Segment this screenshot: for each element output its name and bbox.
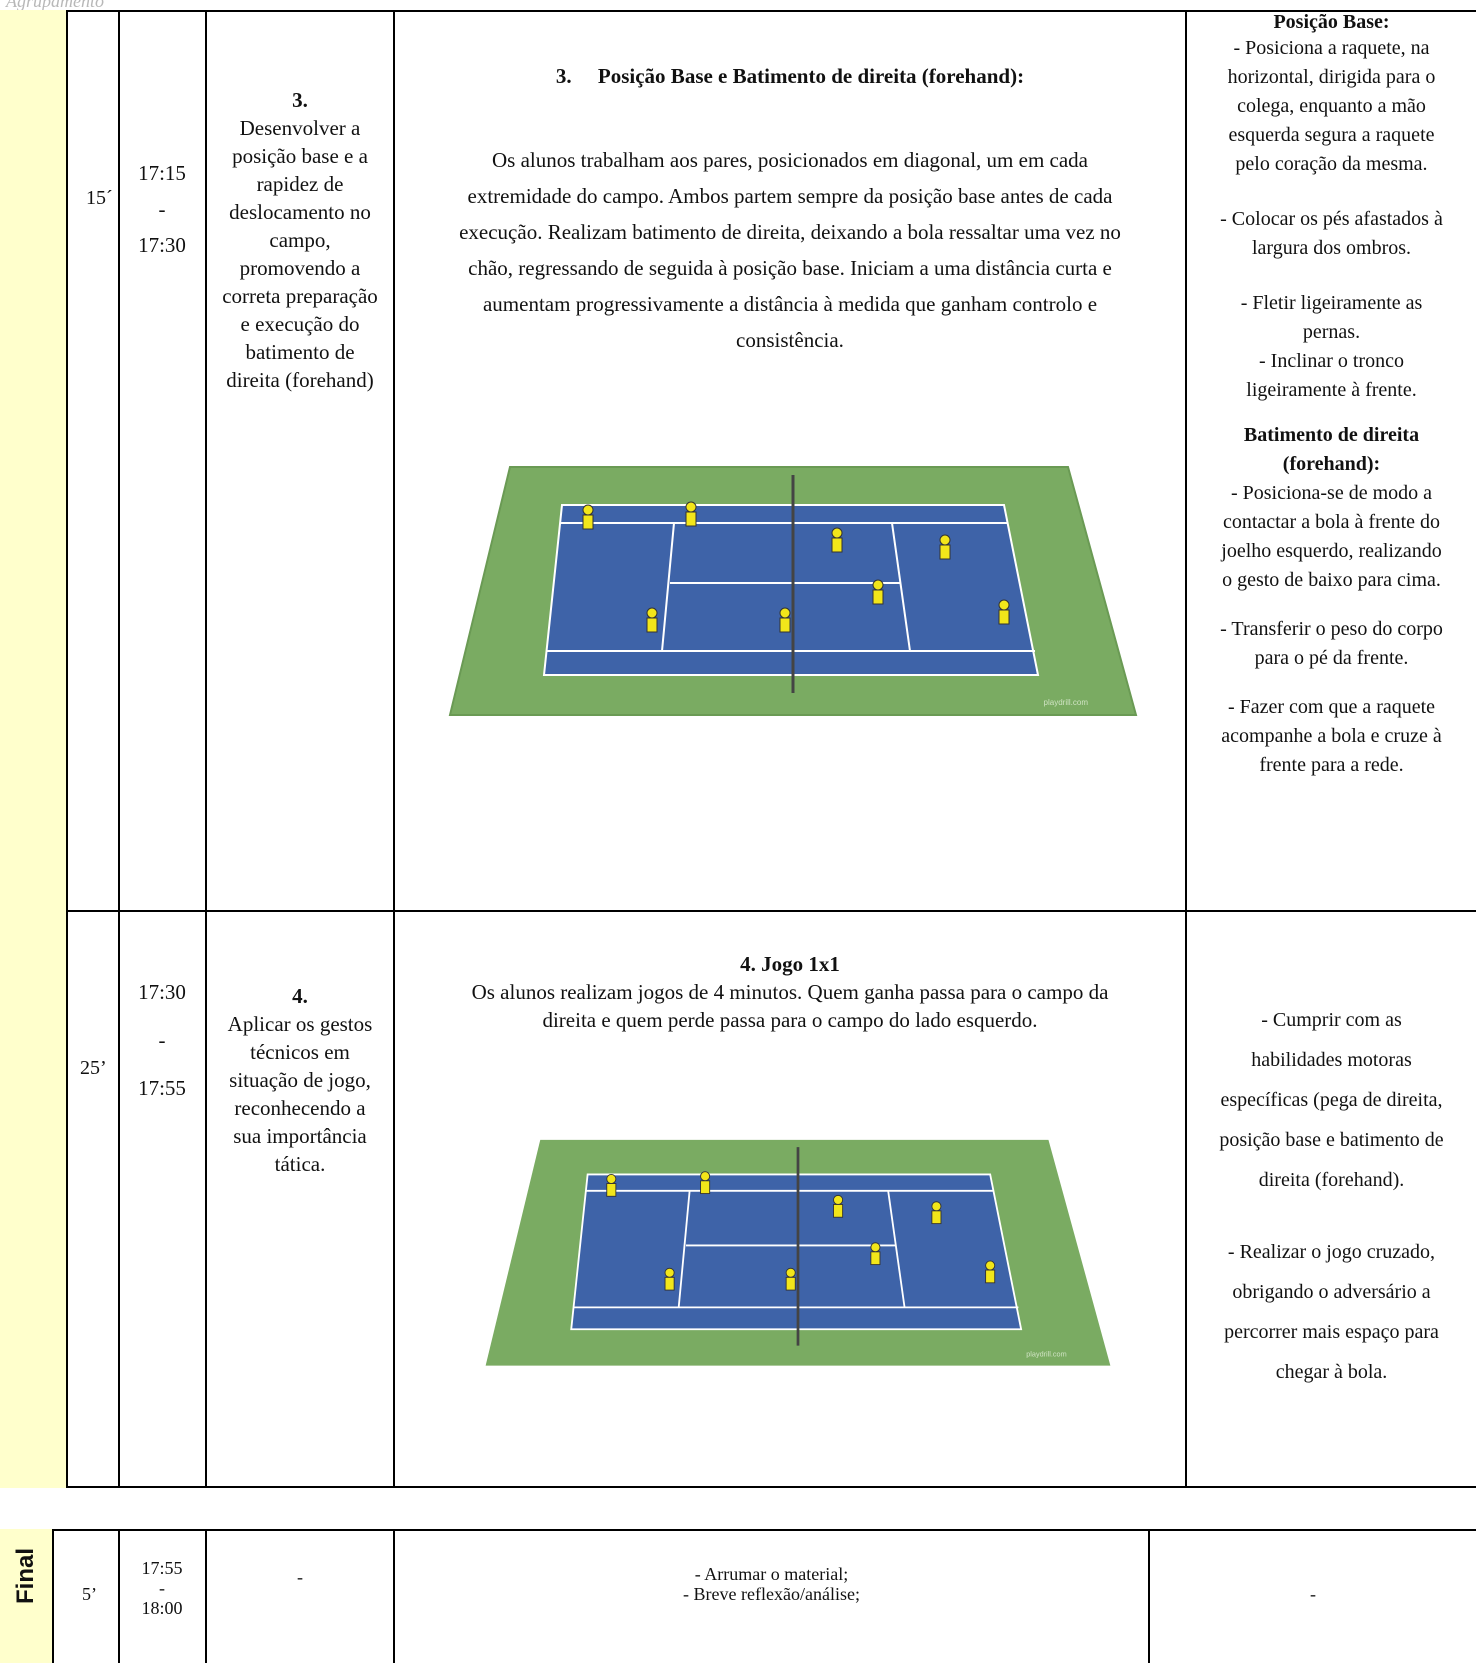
phase-column [0,1529,52,1663]
task-line: chão, regressando de seguida à posição b… [468,256,1112,280]
tennis-court-diagram: playdrill.com [448,466,1138,716]
criteria-line: - Realizar o jogo cruzado, [1227,1241,1436,1263]
objective-number: 4. [292,984,308,1008]
phase-label: Final [0,1529,52,1663]
task-line: - Breve reflexão/análise; [683,1584,860,1604]
phase-label-text: Final [12,1547,39,1605]
duration-cell: 5’ [82,1584,97,1604]
objective-line: Aplicar os gestos [227,1012,373,1036]
criteria-line: pelo coração da mesma. [1235,153,1428,175]
objective-line: correta preparação [222,284,378,308]
criteria-cell: - [1310,1584,1316,1604]
task-title: 4. Jogo 1x1 [740,952,840,976]
objective-line: sua importância [233,1124,367,1148]
logo-text: Agrupamento [6,0,104,11]
criteria-line: para o pé da frente. [1254,647,1409,669]
criteria-line: - Cumprir com as [1261,1009,1402,1031]
objective-line: promovendo a [239,256,361,280]
criteria-line: pernas. [1302,321,1361,343]
criteria-line: chegar à bola. [1275,1361,1388,1383]
time-end: 18:00 [141,1598,183,1618]
objective-cell: 3. Desenvolver a posição base e a rapide… [207,86,393,394]
task-title: 3. Posição Base e Batimento de direita (… [555,64,1025,88]
criteria-line: percorrer mais espaço para [1224,1321,1439,1343]
objective-cell: - [297,1567,303,1587]
player-icon [606,1171,996,1291]
school-logo-fragment: Agrupamento [0,0,160,14]
time-start: 17:55 [141,1558,183,1578]
objective-line: campo, [269,228,331,252]
criteria-line: - Posiciona a raquete, na [1233,37,1430,59]
duration-cell: 15´ [86,187,113,209]
task-line: execução. Realizam batimento de direita,… [459,220,1121,244]
task-line: direita e quem perde passa para o campo … [542,1008,1038,1032]
criteria-line: - Inclinar o tronco [1259,350,1404,372]
court-watermark: playdrill.com [1026,1350,1066,1359]
criteria-line: - Posiciona-se de modo a [1230,482,1433,504]
objective-line: e execução do [240,312,360,336]
criteria-line: direita (forehand). [1258,1169,1405,1191]
task-line: consistência. [736,328,844,352]
criteria-line: - Transferir o peso do corpo [1220,618,1443,640]
criteria-line: - Colocar os pés afastados à [1220,208,1443,230]
time-separator: - [158,1028,166,1052]
objective-line: deslocamento no [229,200,371,224]
task-line: Os alunos realizam jogos de 4 minutos. Q… [471,980,1109,1004]
time-separator: - [159,1578,165,1598]
time-start: 17:15 [138,161,186,185]
task-line: aumentam progressivamente a distância à … [482,292,1098,316]
criteria-line: acompanhe a bola e cruze à [1221,725,1442,747]
criteria-title: Batimento de direita [1243,424,1420,446]
criteria-line: específicas (pega de direita, [1220,1089,1443,1111]
objective-line: técnicos em [250,1040,350,1064]
player-icon [582,501,1010,633]
objective-line: rapidez de [256,172,344,196]
criteria-line: frente para a rede. [1259,754,1404,776]
tennis-court-diagram: playdrill.com [485,1139,1111,1366]
time-cell: 17:55 - 18:00 [120,1555,204,1621]
objective-line: Desenvolver a [239,116,361,140]
task-line: Os alunos trabalham aos pares, posiciona… [492,148,1088,172]
task-cell: 4. Jogo 1x1 Os alunos realizam jogos de … [395,950,1185,1034]
objective-line: posição base e a [232,144,368,168]
criteria-line: obrigando o adversário a [1232,1281,1431,1303]
criteria-line: habilidades motoras [1251,1049,1412,1071]
criteria-line: horizontal, dirigida para o [1227,66,1436,88]
phase-column [0,10,66,1488]
task-line: extremidade do campo. Ambos partem sempr… [467,184,1113,208]
time-cell: 17:30 - 17:55 [120,968,204,1112]
criteria-line: ligeiramente à frente. [1246,379,1417,401]
objective-line: batimento de [245,340,355,364]
task-cell: - Arrumar o material; - Breve reflexão/a… [395,1564,1148,1604]
criteria-line: colega, enquanto a mão [1237,95,1426,117]
criteria-line: - Fazer com que a raquete [1227,696,1436,718]
task-cell: 3. Posição Base e Batimento de direita (… [395,58,1185,358]
objective-line: tática. [274,1152,326,1176]
criteria-line: largura dos ombros. [1251,237,1412,259]
criteria-title: Posição Base: [1273,11,1390,33]
objective-number: 3. [292,88,308,112]
task-line: - Arrumar o material; [694,1564,849,1584]
time-separator: - [158,197,166,221]
objective-line: situação de jogo, [229,1068,371,1092]
court-watermark: playdrill.com [1044,698,1089,707]
criteria-line: contactar a bola à frente do [1222,511,1441,533]
objective-line: reconhecendo a [234,1096,366,1120]
objective-cell: 4. Aplicar os gestos técnicos em situaçã… [207,982,393,1178]
time-end: 17:55 [138,1076,186,1100]
criteria-title: (forehand): [1282,453,1381,475]
time-start: 17:30 [138,980,186,1004]
time-end: 17:30 [138,233,186,257]
criteria-line: - Fletir ligeiramente as [1240,292,1423,314]
criteria-line: o gesto de baixo para cima. [1222,569,1441,591]
objective-line: direita (forehand) [226,368,374,392]
criteria-line: posição base e batimento de [1219,1129,1444,1151]
criteria-line: joelho esquerdo, realizando [1221,540,1442,562]
criteria-cell: Posição Base: - Posiciona a raquete, na … [1187,10,1476,780]
criteria-line: esquerda segura a raquete [1228,124,1435,146]
criteria-cell: - Cumprir com as habilidades motoras esp… [1187,1000,1476,1392]
time-cell: 17:15 - 17:30 [120,155,204,263]
duration-cell: 25’ [80,1057,107,1079]
